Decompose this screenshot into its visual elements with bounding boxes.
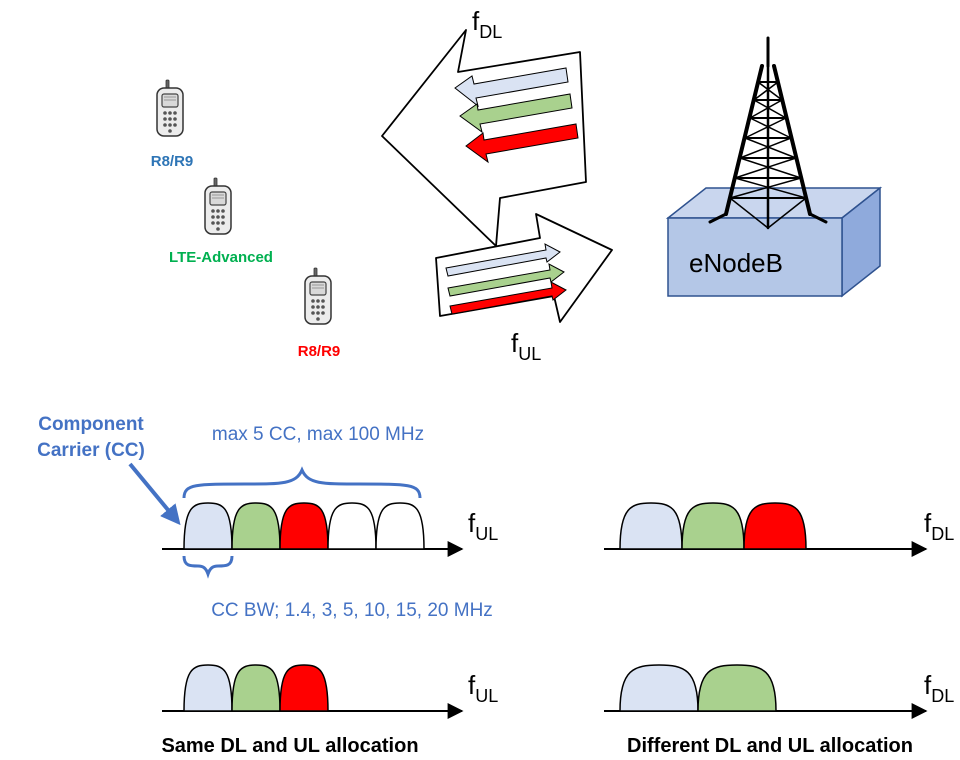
- axis-label-ul: fUL: [468, 508, 498, 544]
- spectrum-panel-different-dl-lower: fDL: [604, 664, 954, 719]
- component-carrier-empty: [375, 502, 425, 550]
- component-carrier-red: [279, 502, 329, 550]
- component-carrier-light-blue: [183, 664, 233, 712]
- phone-label-r8-r9-bottom: R8/R9: [298, 343, 341, 360]
- downlink-frequency-label: fDL: [472, 6, 502, 42]
- component-carrier-label-line1: Component: [38, 414, 144, 435]
- component-carrier-light-blue: [619, 502, 683, 550]
- component-carrier-green: [681, 502, 745, 550]
- cc-bw-label: CC BW; 1.4, 3, 5, 10, 15, 20 MHz: [211, 600, 493, 621]
- component-carrier-light-blue: [619, 664, 699, 712]
- component-carrier-green: [697, 664, 777, 712]
- tower-icon: [708, 36, 828, 230]
- enodeb-label: eNodeB: [689, 248, 783, 278]
- phone-label-lte-advanced: LTE-Advanced: [169, 249, 273, 266]
- uplink-stream-light-blue: [445, 243, 561, 277]
- max-cc-brace: [182, 466, 422, 499]
- spectrum-panel-same-ul-lower: fUL: [162, 664, 498, 719]
- component-carrier-label-line2: Carrier (CC): [37, 440, 145, 461]
- downlink-arrow: [381, 29, 587, 247]
- caption-different-allocation: Different DL and UL allocation: [627, 735, 913, 757]
- component-carrier-pointer: [128, 462, 181, 526]
- axis-label-dl: fDL: [924, 508, 954, 544]
- uplink-frequency-label: fUL: [511, 328, 541, 364]
- spectrum-panel-same-ul: fUL: [162, 502, 498, 557]
- component-carrier-green: [231, 664, 281, 712]
- phone-icon: [204, 177, 232, 235]
- uplink-stream-red: [449, 281, 567, 315]
- component-carrier-green: [231, 502, 281, 550]
- downlink-stream-green: [459, 93, 573, 134]
- max-cc-label: max 5 CC, max 100 MHz: [212, 424, 424, 445]
- phone-icon: [304, 267, 332, 325]
- enodeb-box: [665, 186, 883, 298]
- component-carrier-light-blue: [183, 502, 233, 550]
- downlink-stream-light-blue: [454, 67, 569, 108]
- cc-bw-brace: [182, 555, 234, 579]
- uplink-stream-green: [447, 263, 565, 297]
- uplink-arrow: [435, 213, 613, 323]
- axis-label-ul: fUL: [468, 670, 498, 706]
- component-carrier-red: [279, 664, 329, 712]
- axis-label-dl: fDL: [924, 670, 954, 706]
- component-carrier-red: [743, 502, 807, 550]
- spectrum-panel-different-dl: fDL: [604, 502, 954, 557]
- caption-same-allocation: Same DL and UL allocation: [161, 735, 418, 757]
- component-carrier-empty: [327, 502, 377, 550]
- downlink-stream-red: [465, 123, 579, 164]
- phone-icon: [156, 79, 184, 137]
- phone-label-r8-r9-top: R8/R9: [151, 153, 194, 170]
